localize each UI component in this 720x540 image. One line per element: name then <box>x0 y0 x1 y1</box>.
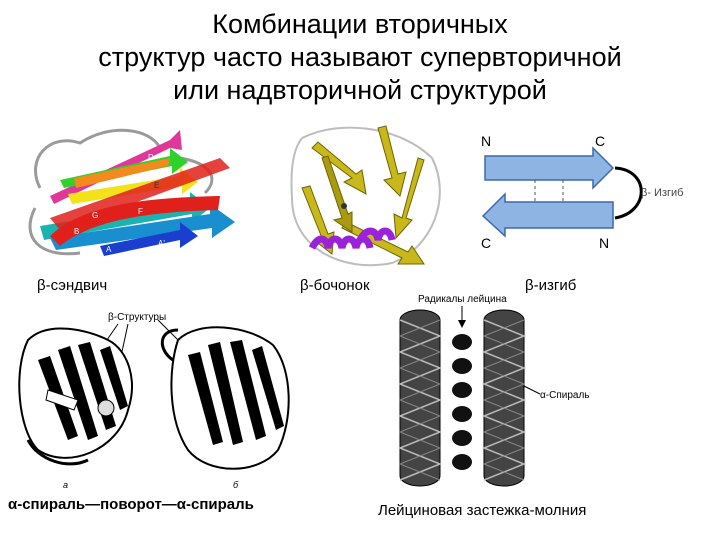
hairpin-bend <box>614 166 643 220</box>
title-line-1: Комбинации вторичных <box>212 9 508 39</box>
leucine-radical <box>452 430 472 446</box>
beta-barrel-figure <box>290 125 441 267</box>
strand-orange <box>74 158 170 188</box>
barrel-helix <box>308 235 374 250</box>
leucine-radical <box>452 358 472 374</box>
barrel-strand <box>311 141 367 195</box>
leucine-radical <box>452 382 472 398</box>
structures-label: β-Структуры <box>108 312 166 323</box>
radicals-label: Радикалы лейцина <box>418 294 507 305</box>
sub-label-b: б <box>233 480 239 490</box>
title-line-2: структур часто называют супервторичной <box>98 42 622 72</box>
hairpin-n-bottom: N <box>599 235 609 251</box>
leucine-zipper-figure: Радикалы лейцина α-Спираль <box>397 294 590 487</box>
hairpin-n-top: N <box>481 133 491 149</box>
structure-b <box>160 326 290 470</box>
label-helix-turn-helix: α-спираль—поворот—α-спираль <box>8 496 254 513</box>
strand-letter-a: A <box>106 245 112 254</box>
beta-sandwich-figure: C D E F G B A A' <box>28 128 235 256</box>
strand-lightblue <box>50 204 235 250</box>
strand-blue <box>100 222 198 256</box>
hairpin-arrow-top <box>484 146 615 190</box>
strand-letter-d: D <box>148 153 154 162</box>
barrel-helix <box>356 227 396 242</box>
strand-letter-g: G <box>92 211 98 220</box>
sub-label-a: а <box>63 480 68 490</box>
barrel-strand <box>377 125 407 197</box>
beta-hairpin-figure: N C β- Изгиб C N <box>481 133 683 251</box>
strand-letter-b: B <box>74 227 79 236</box>
hairpin-bend-label: β- Изгиб <box>641 187 683 199</box>
helix-label: α-Спираль <box>540 390 590 401</box>
label-beta-hairpin: β-изгиб <box>525 277 577 294</box>
hairpin-arrow-bottom <box>481 192 614 238</box>
strand-red <box>50 196 220 246</box>
label-leucine-zipper: Лейциновая застежка-молния <box>378 502 587 519</box>
barrel-strand <box>393 157 425 240</box>
title-line-3: или надвторичной структурой <box>173 75 547 105</box>
helix-right <box>481 309 527 487</box>
strand-yellow <box>68 168 198 204</box>
strand-letter-f: F <box>138 207 143 216</box>
helix-left <box>397 309 443 487</box>
strand-letter-a-prime: A' <box>158 239 165 248</box>
leucine-radical <box>452 454 472 470</box>
strand-letter-c: C <box>94 159 100 168</box>
strand-letter-e: E <box>154 181 159 190</box>
hairpin-c-top: C <box>595 133 605 149</box>
leucine-radical <box>452 334 472 350</box>
barrel-strand <box>321 155 353 233</box>
hairpin-c-bottom: C <box>481 235 491 251</box>
label-beta-barrel: β-бочонок <box>300 277 370 294</box>
slide-title: Комбинации вторичных структур часто назы… <box>0 8 720 107</box>
label-beta-sandwich: β-сэндвич <box>37 277 108 294</box>
leucine-radical <box>452 406 472 422</box>
structure-a <box>18 327 133 466</box>
helix-turn-helix-figure: β-Структуры а б <box>18 312 290 490</box>
